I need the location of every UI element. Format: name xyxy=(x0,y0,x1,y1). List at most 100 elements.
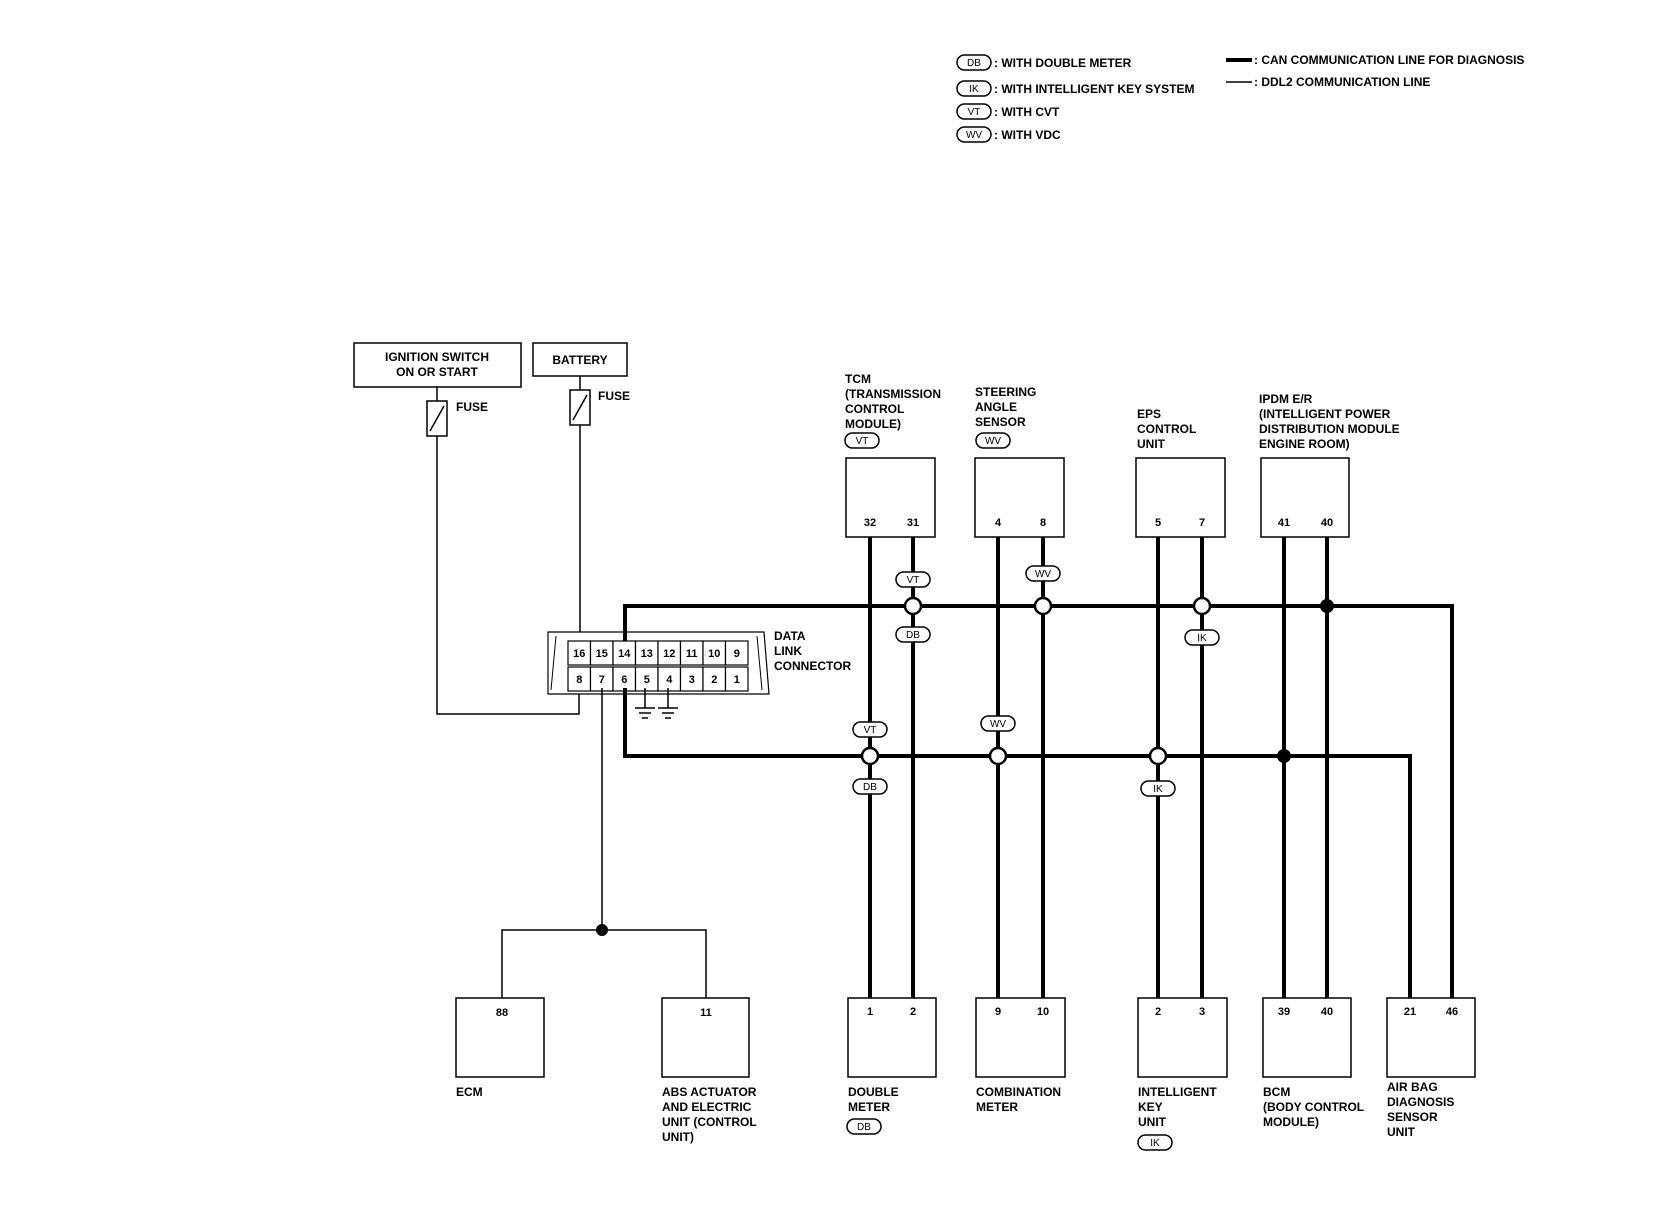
pin-number: 4 xyxy=(995,517,1002,529)
pin-number: 8 xyxy=(1040,517,1046,529)
can-low-bus xyxy=(623,688,1412,998)
optional-splice-icon xyxy=(1192,596,1212,616)
legend-code: VT xyxy=(968,107,981,118)
module-double-meter: 1 2 DOUBLE METER DB xyxy=(846,997,937,1135)
dlc-pin-number: 1 xyxy=(734,674,740,686)
module-intelligent-key-unit: 2 3 INTELLIGENT KEY UNIT IK xyxy=(1137,997,1228,1151)
module-label-line: EPS xyxy=(1137,407,1161,421)
module-label-line: ANGLE xyxy=(975,400,1017,414)
badge-shape xyxy=(895,626,931,643)
optional-splice-icon xyxy=(1033,596,1053,616)
module-tcm: TCM (TRANSMISSION CONTROL MODULE) VT 32 … xyxy=(844,372,941,538)
ddl2-branch xyxy=(501,929,707,998)
dlc-pin-number: 7 xyxy=(599,674,605,686)
pin-number: 21 xyxy=(1404,1006,1416,1018)
badge-code: WV xyxy=(990,719,1006,730)
badge-shape xyxy=(852,778,888,795)
legend-code: WV xyxy=(966,130,982,141)
badge-shape xyxy=(844,432,880,449)
splice-dot xyxy=(596,924,608,936)
module-label-line: (TRANSMISSION xyxy=(845,387,941,401)
badge-shape xyxy=(1184,629,1220,646)
legend-text: : WITH CVT xyxy=(994,105,1060,119)
optional-splice-icon xyxy=(988,746,1008,766)
module-box xyxy=(661,997,750,1078)
module-label-line: TCM xyxy=(845,372,871,386)
badge-shape xyxy=(956,54,992,71)
badge-shape xyxy=(895,571,931,588)
dlc-pin-number: 5 xyxy=(644,674,650,686)
module-steering-angle-sensor: STEERING ANGLE SENSOR WV 4 8 xyxy=(974,385,1065,538)
module-label-line: UNIT (CONTROL xyxy=(662,1115,757,1129)
module-label-line: ABS ACTUATOR xyxy=(662,1085,757,1099)
badge-shape xyxy=(980,715,1016,732)
dlc-label-line: CONNECTOR xyxy=(774,659,851,673)
legend-text: : WITH DOUBLE METER xyxy=(994,56,1132,70)
dlc-pin-number: 11 xyxy=(686,648,698,660)
module-label-line: (BODY CONTROL xyxy=(1263,1100,1364,1114)
module-label-line: CONTROL xyxy=(845,402,904,416)
dlc-pin-number: 3 xyxy=(689,674,695,686)
badge-shape xyxy=(1140,780,1176,797)
legend-text: : CAN COMMUNICATION LINE FOR DIAGNOSIS xyxy=(1254,53,1524,67)
splice-dot xyxy=(1320,599,1334,613)
legend-can-line: : CAN COMMUNICATION LINE FOR DIAGNOSIS xyxy=(1226,53,1524,67)
module-label-line: UNIT xyxy=(1138,1115,1167,1129)
pin-number: 2 xyxy=(910,1006,916,1018)
module-box xyxy=(974,457,1065,538)
module-label-line: BCM xyxy=(1263,1085,1290,1099)
badge-code: IK xyxy=(1153,784,1163,795)
pin-number: 3 xyxy=(1199,1006,1205,1018)
optional-splice-icon xyxy=(860,746,880,766)
fuse-ignition: FUSE xyxy=(426,387,488,437)
pin-number: 88 xyxy=(496,1007,508,1019)
pin-number: 9 xyxy=(995,1006,1001,1018)
pin-number: 2 xyxy=(1155,1006,1161,1018)
module-label-line: STEERING xyxy=(975,385,1036,399)
module-label-line: METER xyxy=(976,1100,1018,1114)
fuse-label: FUSE xyxy=(598,389,630,403)
ignition-label-line: ON OR START xyxy=(396,365,478,379)
pin-number: 46 xyxy=(1446,1006,1458,1018)
badge-shape xyxy=(956,103,992,120)
module-label-line: UNIT) xyxy=(662,1130,694,1144)
dlc-pin-number: 4 xyxy=(666,674,673,686)
dlc-pin-number: 13 xyxy=(641,648,653,660)
battery: BATTERY xyxy=(532,342,628,377)
pin-number: 40 xyxy=(1321,517,1333,529)
module-combination-meter: 9 10 COMBINATION METER xyxy=(975,997,1066,1114)
dlc-pin-number: 16 xyxy=(573,648,585,660)
badge-shape xyxy=(852,721,888,738)
module-label-line: INTELLIGENT xyxy=(1138,1085,1217,1099)
dlc-pin-number: 14 xyxy=(618,648,631,660)
ignition-wire xyxy=(436,436,580,715)
splice-dot xyxy=(1277,749,1291,763)
module-abs-actuator: 11 ABS ACTUATOR AND ELECTRIC UNIT (CONTR… xyxy=(661,997,757,1144)
module-box xyxy=(1137,997,1228,1078)
badge-code: WV xyxy=(1035,569,1051,580)
ignition-switch: IGNITION SWITCH ON OR START xyxy=(353,342,522,388)
wire-badge-vt-lower: VT xyxy=(852,721,888,738)
dlc-pin-number: 6 xyxy=(621,674,627,686)
legend-text: : WITH VDC xyxy=(994,128,1061,142)
legend-ddl2-line: : DDL2 COMMUNICATION LINE xyxy=(1226,75,1430,89)
battery-label: BATTERY xyxy=(552,353,607,367)
badge-code: DB xyxy=(863,782,877,793)
module-box xyxy=(455,997,545,1078)
badge-code: DB xyxy=(906,630,920,641)
pin-number: 40 xyxy=(1321,1006,1333,1018)
ignition-switch-box xyxy=(353,342,522,388)
module-label-line: DOUBLE xyxy=(848,1085,899,1099)
wire-badge-wv-lower: WV xyxy=(980,715,1016,732)
badge-shape xyxy=(846,1118,882,1135)
module-badge: VT xyxy=(856,436,869,447)
wire-badges: VT WV DB IK VT WV DB IK xyxy=(852,565,1220,797)
ignition-label-line: IGNITION SWITCH xyxy=(385,350,489,364)
module-box xyxy=(845,457,936,538)
module-label-line: ECM xyxy=(456,1085,483,1099)
module-box xyxy=(847,997,937,1078)
module-ipdm-er: IPDM E/R (INTELLIGENT POWER DISTRIBUTION… xyxy=(1259,392,1400,538)
module-label-line: CONTROL xyxy=(1137,422,1196,436)
